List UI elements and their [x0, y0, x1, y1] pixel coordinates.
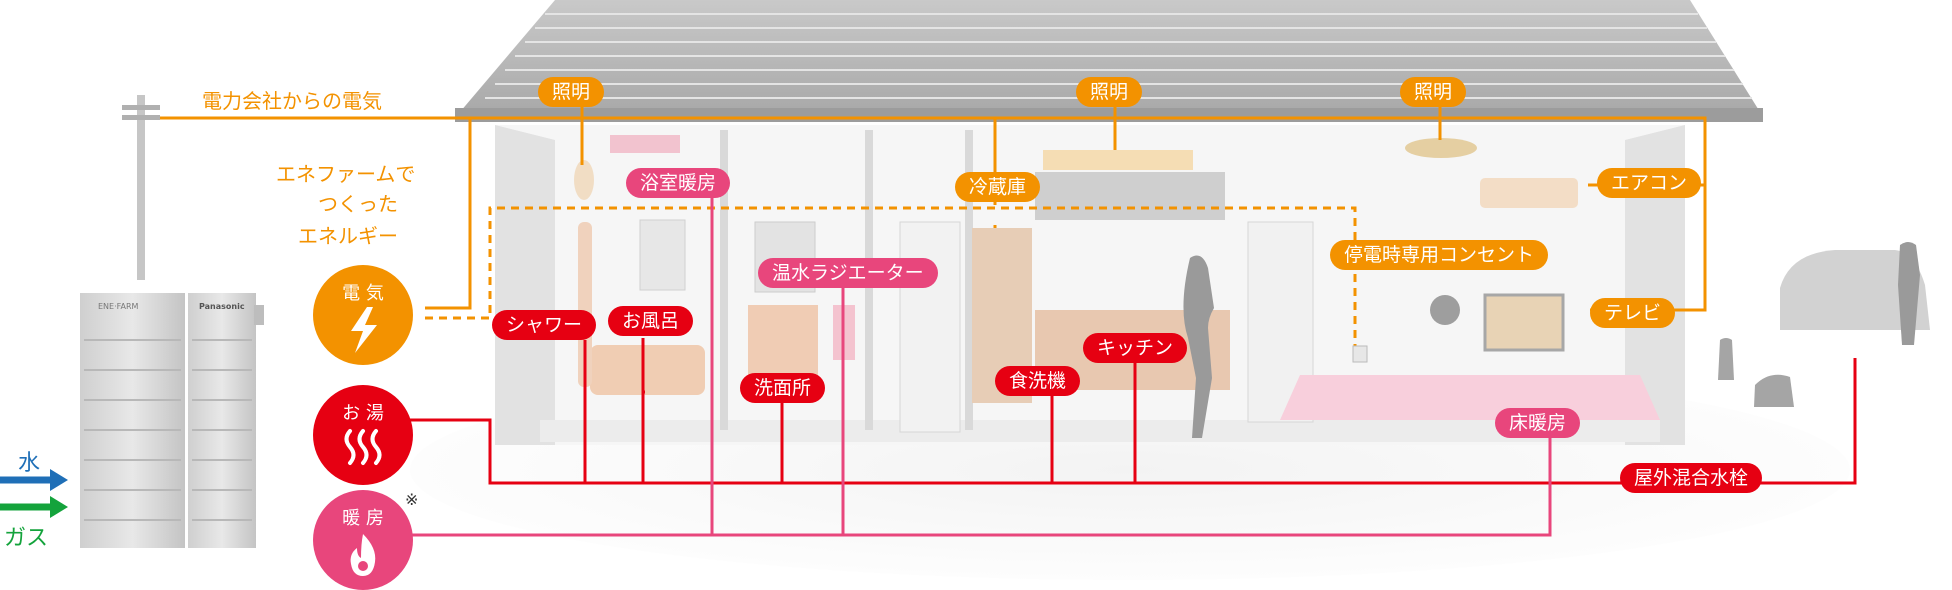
outage-outlet-box: [1352, 345, 1368, 363]
label-lighting-living: 照明: [1400, 77, 1467, 107]
label-outage-outlet: 停電時専用コンセント: [1330, 240, 1549, 270]
label-floor-heating: 床暖房: [1495, 408, 1581, 438]
label-refrigerator: 冷蔵庫: [955, 172, 1041, 202]
enefarm-label-line2: つくった: [318, 192, 398, 216]
backup-water-heater-unit: [188, 293, 256, 548]
roof-stripes: [485, 13, 1752, 99]
heating-note-mark: ※: [405, 490, 419, 509]
water-arrow-head: [50, 469, 68, 491]
hot-water-lines: [405, 338, 1857, 485]
label-dishwasher: 食洗機: [995, 366, 1081, 396]
gas-arrow-head: [50, 496, 68, 518]
label-bath-heater: 浴室暖房: [626, 168, 731, 198]
label-outdoor-faucet: 屋外混合水栓: [1620, 463, 1763, 493]
heating-circle-label: 暖 房: [342, 508, 384, 529]
unit-louvers: [84, 339, 252, 521]
gas-input-label: ガス: [4, 526, 49, 551]
fuel-cell-unit: [80, 293, 185, 548]
dog-silhouette: [1754, 374, 1794, 407]
grid-power-label: 電力会社からの電気: [202, 89, 382, 113]
pole-crossbar: [122, 105, 160, 110]
enefarm-brand-text: ENE·FARM: [98, 302, 139, 311]
hot-water-circle: お 湯: [313, 385, 413, 485]
enefarm-label-line1: エネファームで: [276, 162, 416, 186]
label-air-conditioner: エアコン: [1597, 168, 1702, 198]
label-washroom: 洗面所: [740, 373, 826, 403]
lightning-icon: [313, 307, 413, 353]
person-silhouette: [1183, 255, 1214, 438]
house-plant: [1430, 295, 1460, 325]
tv-unit: [1483, 293, 1565, 352]
bathtub: [590, 345, 705, 395]
backup-electric-lines: [425, 206, 1360, 357]
house-right-wall: [1625, 125, 1685, 445]
partition-wall: [965, 130, 973, 430]
flame-icon: [313, 532, 413, 578]
unit-side-bracket: [254, 305, 264, 325]
roof-edge: [455, 108, 1763, 122]
label-shower: シャワー: [492, 310, 597, 340]
shower-rail: [578, 222, 592, 387]
label-kitchen: キッチン: [1083, 333, 1188, 363]
pole-crossbar: [122, 115, 160, 120]
label-lighting-kitchen: 照明: [1076, 77, 1143, 107]
electricity-circle-label: 電 気: [342, 283, 384, 304]
bath-window: [639, 219, 686, 291]
electricity-circle: 電 気: [313, 265, 413, 365]
label-bath: お風呂: [608, 306, 694, 336]
child-silhouette: [1718, 338, 1734, 380]
car-silhouette: [1780, 250, 1930, 330]
panasonic-brand-text: Panasonic: [199, 302, 245, 311]
hot-water-circle-label: お 湯: [342, 403, 384, 424]
partition-wall: [720, 130, 728, 430]
label-tv: テレビ: [1590, 298, 1676, 328]
wall-light: [574, 160, 594, 200]
floor-heating-area: [1280, 375, 1660, 420]
label-warm-radiator: 温水ラジエーター: [758, 258, 938, 288]
ceiling-light-bar: [1043, 150, 1193, 170]
bath-heater-unit: [610, 135, 680, 153]
label-lighting-bath: 照明: [538, 77, 605, 107]
adult-silhouette: [1898, 242, 1920, 345]
utility-pole: [137, 95, 145, 280]
ceiling-lamp: [1405, 138, 1477, 158]
heating-lines: [405, 180, 1552, 537]
house-left-wall: [495, 125, 555, 445]
hall-door: [899, 221, 961, 433]
house-floor: [540, 420, 1660, 442]
kitchen-cabinets: [1035, 172, 1225, 220]
air-conditioner-unit: [1480, 178, 1578, 208]
steam-icon: [313, 427, 413, 473]
heating-circle: 暖 房: [313, 490, 413, 590]
water-input-label: 水: [18, 451, 41, 476]
enefarm-label-line3: エネルギー: [298, 224, 398, 248]
